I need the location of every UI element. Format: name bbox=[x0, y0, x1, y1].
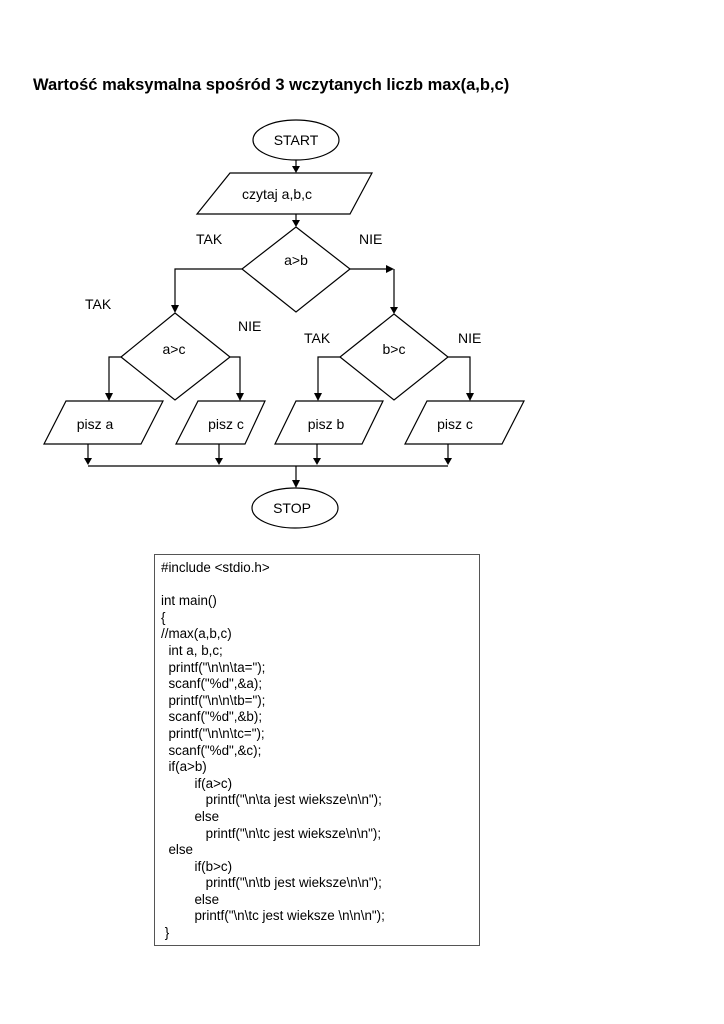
no-label-bc: NIE bbox=[458, 330, 481, 346]
code-line: printf("\n\n\tc="); bbox=[161, 725, 265, 741]
stop-label: STOP bbox=[273, 500, 311, 516]
code-line: int a, b,c; bbox=[161, 642, 223, 658]
code-line bbox=[161, 577, 479, 594]
arrow-head bbox=[313, 458, 321, 465]
decision-b-gt-c-label: b>c bbox=[383, 341, 406, 357]
arrow-head bbox=[171, 305, 179, 313]
code-line: printf("\n\tb jest wieksze\n\n"); bbox=[161, 875, 382, 891]
yes-label-ab: TAK bbox=[196, 231, 223, 247]
arrow-head bbox=[236, 393, 244, 401]
code-line: if(a>b) bbox=[161, 759, 207, 775]
arrow-head bbox=[314, 393, 322, 401]
code-line: printf("\n\n\tb="); bbox=[161, 692, 266, 708]
output-a bbox=[43, 400, 164, 445]
connector-ab-yes bbox=[174, 268, 242, 308]
code-line: else bbox=[161, 808, 220, 824]
yes-label-ac: TAK bbox=[85, 296, 112, 312]
connector-bc-no bbox=[448, 356, 471, 396]
code-line: } bbox=[161, 925, 170, 941]
output-b bbox=[274, 400, 384, 445]
arrow-head bbox=[292, 480, 300, 488]
code-listing: #include <stdio.h> int main(){//max(a,b,c… bbox=[154, 554, 480, 946]
arrow-head bbox=[84, 458, 92, 465]
output-c-left bbox=[175, 400, 266, 445]
output-a-label: pisz a bbox=[77, 416, 114, 432]
code-line: printf("\n\n\ta="); bbox=[161, 659, 266, 675]
code-line: scanf("%d",&a); bbox=[161, 676, 263, 692]
flowchart: START czytaj a,b,c a>b TAK NIE a>c TAK N… bbox=[43, 119, 525, 529]
code-line: scanf("%d",&b); bbox=[161, 709, 263, 725]
no-label-ac: NIE bbox=[238, 318, 261, 334]
code-line: if(b>c) bbox=[161, 858, 233, 874]
code-line: int main() bbox=[161, 593, 217, 609]
code-line: printf("\n\tc jest wieksze\n\n"); bbox=[161, 825, 382, 841]
connector-ac-yes bbox=[108, 356, 121, 396]
connector-bc-yes bbox=[317, 356, 340, 396]
code-line: //max(a,b,c) bbox=[161, 626, 232, 642]
input-box bbox=[195, 172, 374, 215]
decision-b-gt-c bbox=[339, 313, 449, 401]
arrow-head bbox=[466, 393, 474, 401]
decision-a-gt-c bbox=[120, 312, 231, 401]
input-label: czytaj a,b,c bbox=[242, 186, 312, 202]
code-line: printf("\n\ta jest wieksze\n\n"); bbox=[161, 792, 382, 808]
code-line: else bbox=[161, 891, 220, 907]
arrow-head bbox=[292, 220, 300, 227]
code-line: { bbox=[161, 609, 166, 625]
stop-terminal bbox=[251, 487, 339, 529]
output-b-label: pisz b bbox=[308, 416, 345, 432]
yes-label-bc: TAK bbox=[304, 330, 331, 346]
code-line: if(a>c) bbox=[161, 775, 233, 791]
decision-a-gt-b bbox=[241, 226, 351, 313]
arrow-head bbox=[105, 393, 113, 401]
code-line: scanf("%d",&c); bbox=[161, 742, 262, 758]
code-line: #include <stdio.h> bbox=[161, 560, 270, 575]
connector-ac-no bbox=[230, 356, 241, 396]
output-c-right bbox=[404, 400, 525, 445]
arrow-head bbox=[444, 458, 452, 465]
arrow-head bbox=[390, 307, 398, 314]
decision-a-gt-c-label: a>c bbox=[163, 341, 186, 357]
output-c-left-label: pisz c bbox=[208, 416, 244, 432]
no-label-ab: NIE bbox=[359, 231, 382, 247]
code-line: else bbox=[161, 842, 194, 858]
arrow-head bbox=[215, 458, 223, 465]
decision-a-gt-b-label: a>b bbox=[284, 252, 308, 268]
arrow-head bbox=[292, 166, 300, 173]
code-line: printf("\n\tc jest wieksze \n\n\n"); bbox=[161, 908, 385, 924]
output-c-right-label: pisz c bbox=[437, 416, 473, 432]
arrow-head bbox=[386, 265, 394, 273]
start-label: START bbox=[274, 132, 319, 148]
page-title: Wartość maksymalna spośród 3 wczytanych … bbox=[33, 76, 510, 94]
